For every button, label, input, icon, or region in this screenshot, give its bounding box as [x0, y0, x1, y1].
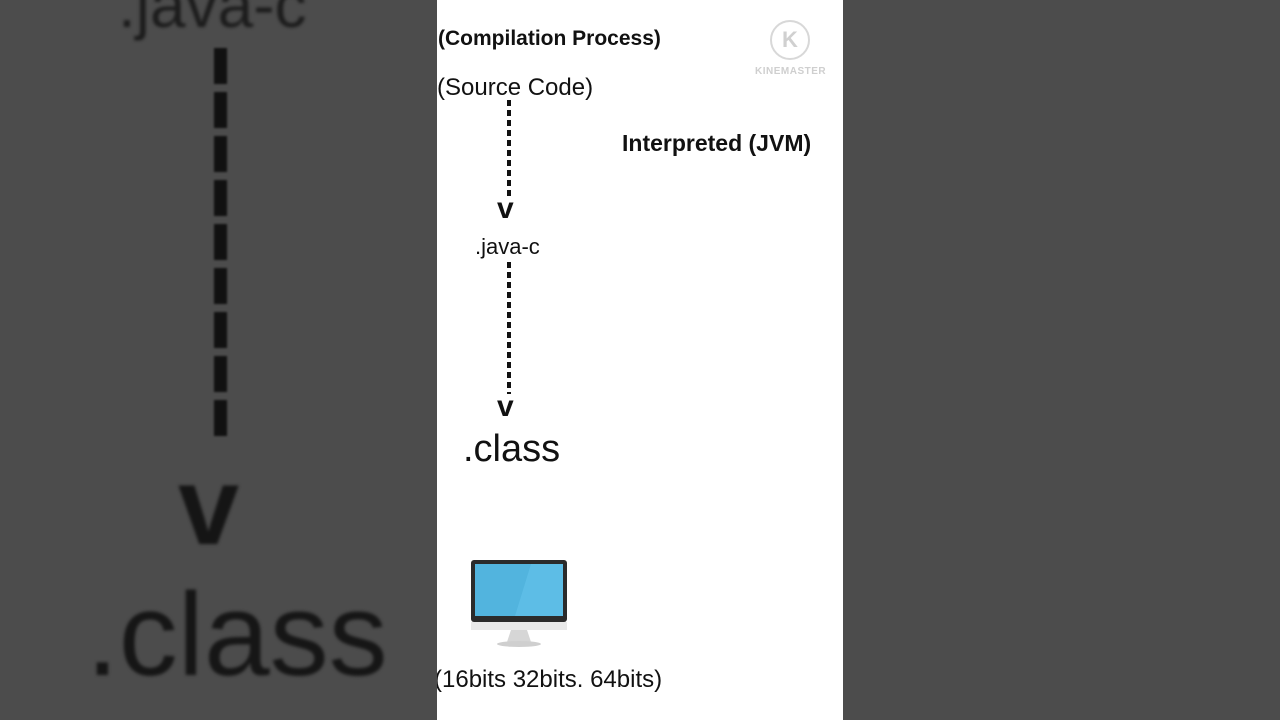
background-dash [214, 136, 227, 172]
background-dash [214, 268, 227, 304]
kinemaster-watermark: K KINEMASTER [755, 20, 827, 77]
dashed-arrow-line [507, 262, 511, 394]
background-java-c-text: .java-c [118, 0, 307, 41]
background-dash [214, 356, 227, 392]
background-dash [214, 312, 227, 348]
background-dash [214, 180, 227, 216]
interpreted-jvm-label: Interpreted (JVM) [622, 130, 812, 156]
computer-monitor-icon [471, 560, 569, 653]
kinemaster-logo-icon: K [770, 20, 810, 60]
blurred-background-right [843, 0, 1280, 720]
dashed-arrow-line [507, 100, 511, 196]
class-file-label: .class [463, 428, 561, 470]
diagram-frame: (Compilation Process) (Source Code) Inte… [437, 0, 843, 720]
background-dash [214, 400, 227, 436]
bits-label: (16bits 32bits. 64bits) [437, 666, 663, 693]
compilation-process-title: (Compilation Process) [438, 27, 661, 50]
java-c-label: .java-c [475, 234, 540, 259]
background-class-text: .class [86, 569, 388, 701]
arrowhead: v [497, 192, 514, 225]
source-code-label: (Source Code) [437, 74, 594, 101]
arrowhead: v [497, 390, 514, 423]
background-dash [214, 224, 227, 260]
background-dash [214, 92, 227, 128]
blurred-background-left: .java-c v .class [0, 0, 437, 720]
watermark-text: KINEMASTER [755, 66, 827, 77]
background-arrowhead: v [178, 445, 240, 568]
background-dash [214, 48, 227, 84]
